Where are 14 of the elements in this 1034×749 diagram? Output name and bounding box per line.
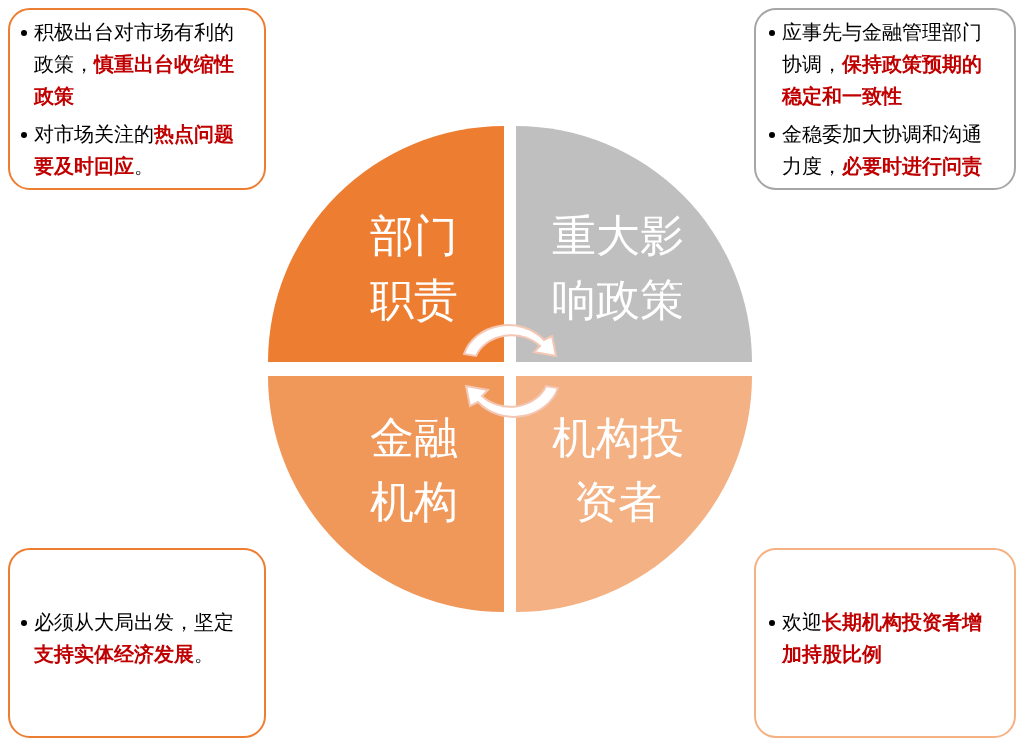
bullet-text: 金稳委加大协调和沟通力度，必要时进行问责 <box>782 122 982 178</box>
bullet-text: 欢迎长期机构投资者增加持股比例 <box>782 610 982 666</box>
bullet-text: 积极出台对市场有利的政策，慎重出台收缩性政策 <box>34 20 234 108</box>
quadrant-title: 部门职责 <box>369 209 459 327</box>
bullet-text: 必须从大局出发，坚定支持实体经济发展。 <box>34 610 234 666</box>
bullet-text: 应事先与金融管理部门协调，保持政策预期的稳定和一致性 <box>782 20 982 108</box>
note-card <box>8 8 266 190</box>
quadrant-title: 金融机构 <box>369 411 459 529</box>
note-card <box>8 548 266 738</box>
note-card <box>754 548 1016 738</box>
bullet-text: 对市场关注的热点问题要及时回应。 <box>34 122 234 178</box>
quadrant-title: 机构投资者 <box>551 411 685 529</box>
quadrant-title: 重大影响政策 <box>551 209 685 327</box>
note-card <box>754 8 1016 190</box>
